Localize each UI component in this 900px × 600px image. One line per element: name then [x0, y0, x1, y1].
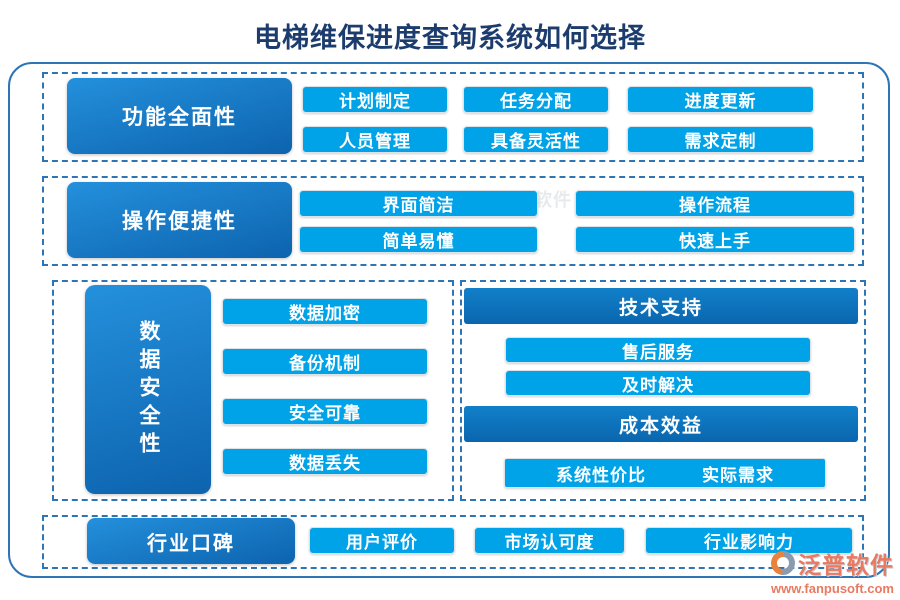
- chip-custom-demand: 需求定制: [627, 126, 814, 153]
- category-function-label: 功能全面性: [67, 78, 292, 154]
- chip-flexibility: 具备灵活性: [463, 126, 609, 153]
- chip-simple-interface: 界面简洁: [299, 190, 538, 217]
- cost-benefit-items: 系统性价比 实际需求: [504, 458, 826, 488]
- category-data-security-text: 数据安全性: [137, 319, 160, 460]
- brand-logo: 泛普软件 www.fanpusoft.com: [742, 546, 894, 596]
- section-reputation: 行业口碑 用户评价 市场认可度 行业影响力: [42, 515, 864, 569]
- fanpu-logo-icon: [766, 546, 800, 580]
- chip-staff-management: 人员管理: [302, 126, 448, 153]
- chip-timely-resolution: 及时解决: [505, 370, 811, 396]
- chip-easy-understand: 简单易懂: [299, 226, 538, 253]
- outer-frame: [8, 62, 890, 578]
- cost-benefit-header: 成本效益: [464, 406, 858, 442]
- chip-market-recognition: 市场认可度: [474, 527, 625, 554]
- section-operation: 操作便捷性 界面简洁 操作流程 简单易懂 快速上手: [42, 176, 864, 266]
- chip-data-encryption: 数据加密: [222, 298, 428, 325]
- section-function: 功能全面性 计划制定 任务分配 进度更新 人员管理 具备灵活性 需求定制: [42, 72, 864, 162]
- chip-data-loss: 数据丢失: [222, 448, 428, 475]
- section-data-security: 数据安全性 数据加密 备份机制 安全可靠 数据丢失: [52, 280, 454, 501]
- brand-name: 泛普软件: [798, 552, 894, 578]
- chip-cost-performance: 系统性价比: [556, 465, 646, 485]
- chip-backup-mechanism: 备份机制: [222, 348, 428, 375]
- page-title: 电梯维保进度查询系统如何选择: [254, 23, 646, 53]
- chip-industry-influence: 行业影响力: [645, 527, 853, 554]
- chip-after-sales-service: 售后服务: [505, 337, 811, 363]
- chip-operation-flow: 操作流程: [575, 190, 855, 217]
- chip-progress-update: 进度更新: [627, 86, 814, 113]
- chip-user-reviews: 用户评价: [309, 527, 455, 554]
- chip-safe-reliable: 安全可靠: [222, 398, 428, 425]
- chip-plan-making: 计划制定: [302, 86, 448, 113]
- chip-quick-start: 快速上手: [575, 226, 855, 253]
- brand-website: www.fanpusoft.com: [770, 581, 894, 596]
- section-support-cost: 技术支持 售后服务 及时解决 成本效益 系统性价比 实际需求: [460, 280, 866, 501]
- chip-task-assignment: 任务分配: [463, 86, 609, 113]
- chip-actual-demand: 实际需求: [702, 465, 774, 485]
- tech-support-header: 技术支持: [464, 288, 858, 324]
- category-reputation-label: 行业口碑: [87, 518, 295, 564]
- category-data-security-label: 数据安全性: [85, 285, 211, 494]
- category-operation-label: 操作便捷性: [67, 182, 292, 258]
